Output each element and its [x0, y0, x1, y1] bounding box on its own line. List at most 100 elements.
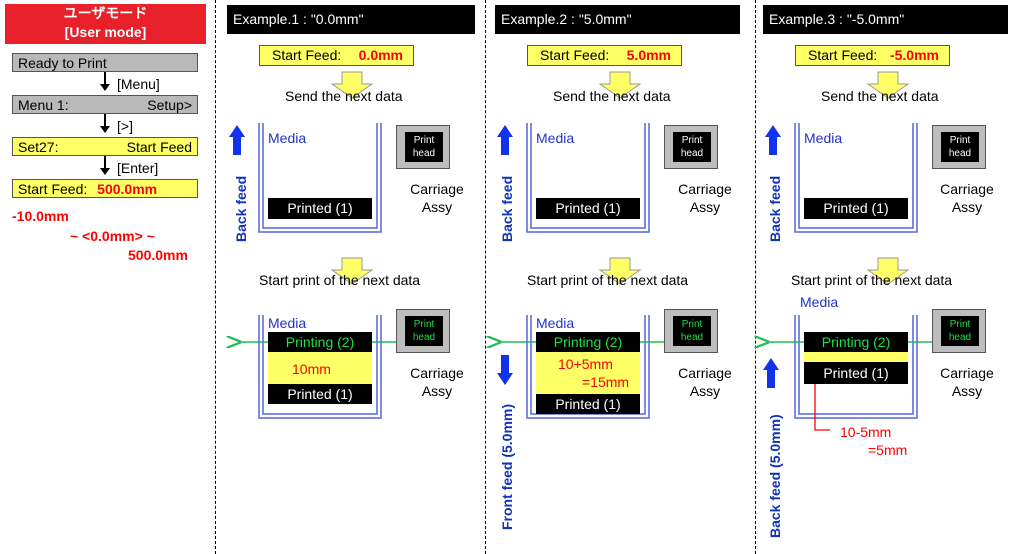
example3-media-frame-2-inner [798, 315, 914, 415]
key-menu: [Menu] [117, 76, 160, 92]
example3-head-text: Print head [941, 132, 979, 162]
example1-media-frame-1-inner [262, 123, 378, 229]
range-max: 500.0mm [128, 247, 188, 263]
example2-media-frame-2-inner [530, 315, 646, 415]
example3-back-feed-arrow-2 [763, 358, 779, 388]
example3-start-feed-label: Start Feed: [808, 47, 878, 63]
mode-title-en: [User mode] [64, 24, 147, 40]
example1-back-feed-label: Back feed [233, 175, 249, 242]
menu1-setup: Setup> [147, 97, 192, 113]
example2-head-text: Print head [673, 132, 711, 162]
flow-arrowhead-3 [100, 168, 110, 175]
key-enter: [Enter] [117, 160, 159, 176]
example2-start-feed: Start Feed: 5.0mm [527, 45, 682, 66]
example1-carriage: Carriage Assy [410, 181, 464, 215]
example1-media-frame-1 [258, 123, 382, 233]
example1-start-feed: Start Feed: 0.0mm [259, 45, 414, 66]
example3-printing: Printing (2) [804, 332, 908, 352]
example1-header: Example.1 : "0.0mm" [227, 5, 475, 34]
flow-arrow-3 [104, 156, 106, 168]
example2-printing: Printing (2) [536, 332, 640, 352]
example3-header: Example.3 : "-5.0mm" [763, 5, 1008, 34]
separator-1 [215, 0, 216, 554]
example1-media-label: Media [268, 130, 307, 146]
example2-dim-line2: =15mm [582, 374, 630, 390]
range-default: ~ <0.0mm> ~ [70, 228, 155, 244]
range-min: -10.0mm [12, 208, 69, 224]
example2-front-feed-label: Front feed (5.0mm) [499, 403, 515, 530]
example2-media2-label: Media [536, 315, 575, 331]
example3-carriage2: Carriage Assy [940, 365, 994, 399]
example1-gap-zone [268, 352, 372, 384]
example2-print-head2: Print head [664, 309, 718, 353]
example2-printed2: Printed (1) [536, 394, 640, 414]
example2-chevron-1 [598, 71, 642, 99]
example3-printed: Printed (1) [804, 198, 908, 219]
example3-start-print-text: Start print of the next data [791, 272, 953, 288]
example2-front-feed-arrow [497, 355, 513, 385]
example3-media-label: Media [804, 130, 843, 146]
example2-media-frame-1-inner [530, 123, 646, 229]
example3-gap-zone [804, 352, 908, 362]
example3-carriage: Carriage Assy [940, 181, 994, 215]
example2-start-print-text: Start print of the next data [527, 272, 689, 288]
example1-chevron-2 [330, 257, 374, 285]
example2-send-text: Send the next data [553, 88, 671, 104]
example1-media-frame-2 [258, 315, 382, 419]
set27-start-feed: Start Feed [126, 139, 192, 155]
example3-media-frame-1 [794, 123, 918, 233]
example1-back-feed-arrow [229, 125, 245, 155]
example3-chevron-1 [866, 71, 910, 99]
separator-2 [485, 0, 486, 554]
example2-media-frame-1 [526, 123, 650, 233]
example2-chevron-2 [598, 257, 642, 285]
example2-printed: Printed (1) [536, 198, 640, 219]
example3-media-frame-2 [794, 315, 918, 419]
example3-send-text: Send the next data [821, 88, 939, 104]
example3-media2-label: Media [800, 294, 839, 310]
menu1-label: Menu 1: [18, 97, 69, 113]
example2-back-feed-label: Back feed [499, 175, 515, 242]
example1-printing: Printing (2) [268, 332, 372, 352]
example1-printed: Printed (1) [268, 198, 372, 219]
example1-print-head2: Print head [396, 309, 450, 353]
ready-to-print-screen: Ready to Print [12, 53, 198, 72]
example2-head2-text: Print head [673, 316, 711, 346]
flow-arrow-1 [104, 72, 106, 84]
example2-dim-line1: 10+5mm [558, 356, 613, 372]
example2-carriage: Carriage Assy [678, 181, 732, 215]
ready-label: Ready to Print [18, 55, 107, 71]
separator-3 [755, 0, 756, 554]
example1-start-feed-label: Start Feed: [272, 47, 342, 63]
key-next: [>] [117, 118, 133, 134]
user-mode-header: ユーザモード [User mode] [5, 4, 206, 44]
example1-chevron-1 [330, 71, 374, 99]
example1-print-head: Print head [396, 125, 450, 169]
start-feed-screen: Start Feed: 500.0mm [12, 179, 198, 198]
example3-back-feed-bottom-label: Back feed (5.0mm) [767, 414, 783, 538]
example2-start-feed-value: 5.0mm [626, 47, 671, 63]
example2-carriage2: Carriage Assy [678, 365, 732, 399]
example3-print-head: Print head [932, 125, 986, 169]
example1-printed2: Printed (1) [268, 384, 372, 404]
example1-dim: 10mm [292, 361, 331, 377]
example3-printed2: Printed (1) [804, 362, 908, 384]
start-feed-label: Start Feed: [18, 181, 88, 197]
example1-media2-label: Media [268, 315, 307, 331]
flow-arrowhead-2 [100, 126, 110, 133]
example3-head2-text: Print head [941, 316, 979, 346]
example3-dim-line1: 10-5mm [840, 424, 892, 440]
example1-head2-text: Print head [405, 316, 443, 346]
example3-print-head2: Print head [932, 309, 986, 353]
set27-label: Set27: [18, 139, 59, 155]
example1-send-text: Send the next data [285, 88, 403, 104]
example3-start-feed-value: -5.0mm [889, 47, 939, 63]
example1-media-frame-2-inner [262, 315, 378, 415]
set27-screen: Set27: Start Feed [12, 137, 198, 156]
example3-back-feed-label: Back feed [767, 175, 783, 242]
menu1-screen: Menu 1: Setup> [12, 95, 198, 114]
example3-back-feed-arrow [765, 125, 781, 155]
example1-carriage2: Carriage Assy [410, 365, 464, 399]
example2-header: Example.2 : "5.0mm" [495, 5, 740, 34]
example2-media-frame-2 [526, 315, 650, 419]
